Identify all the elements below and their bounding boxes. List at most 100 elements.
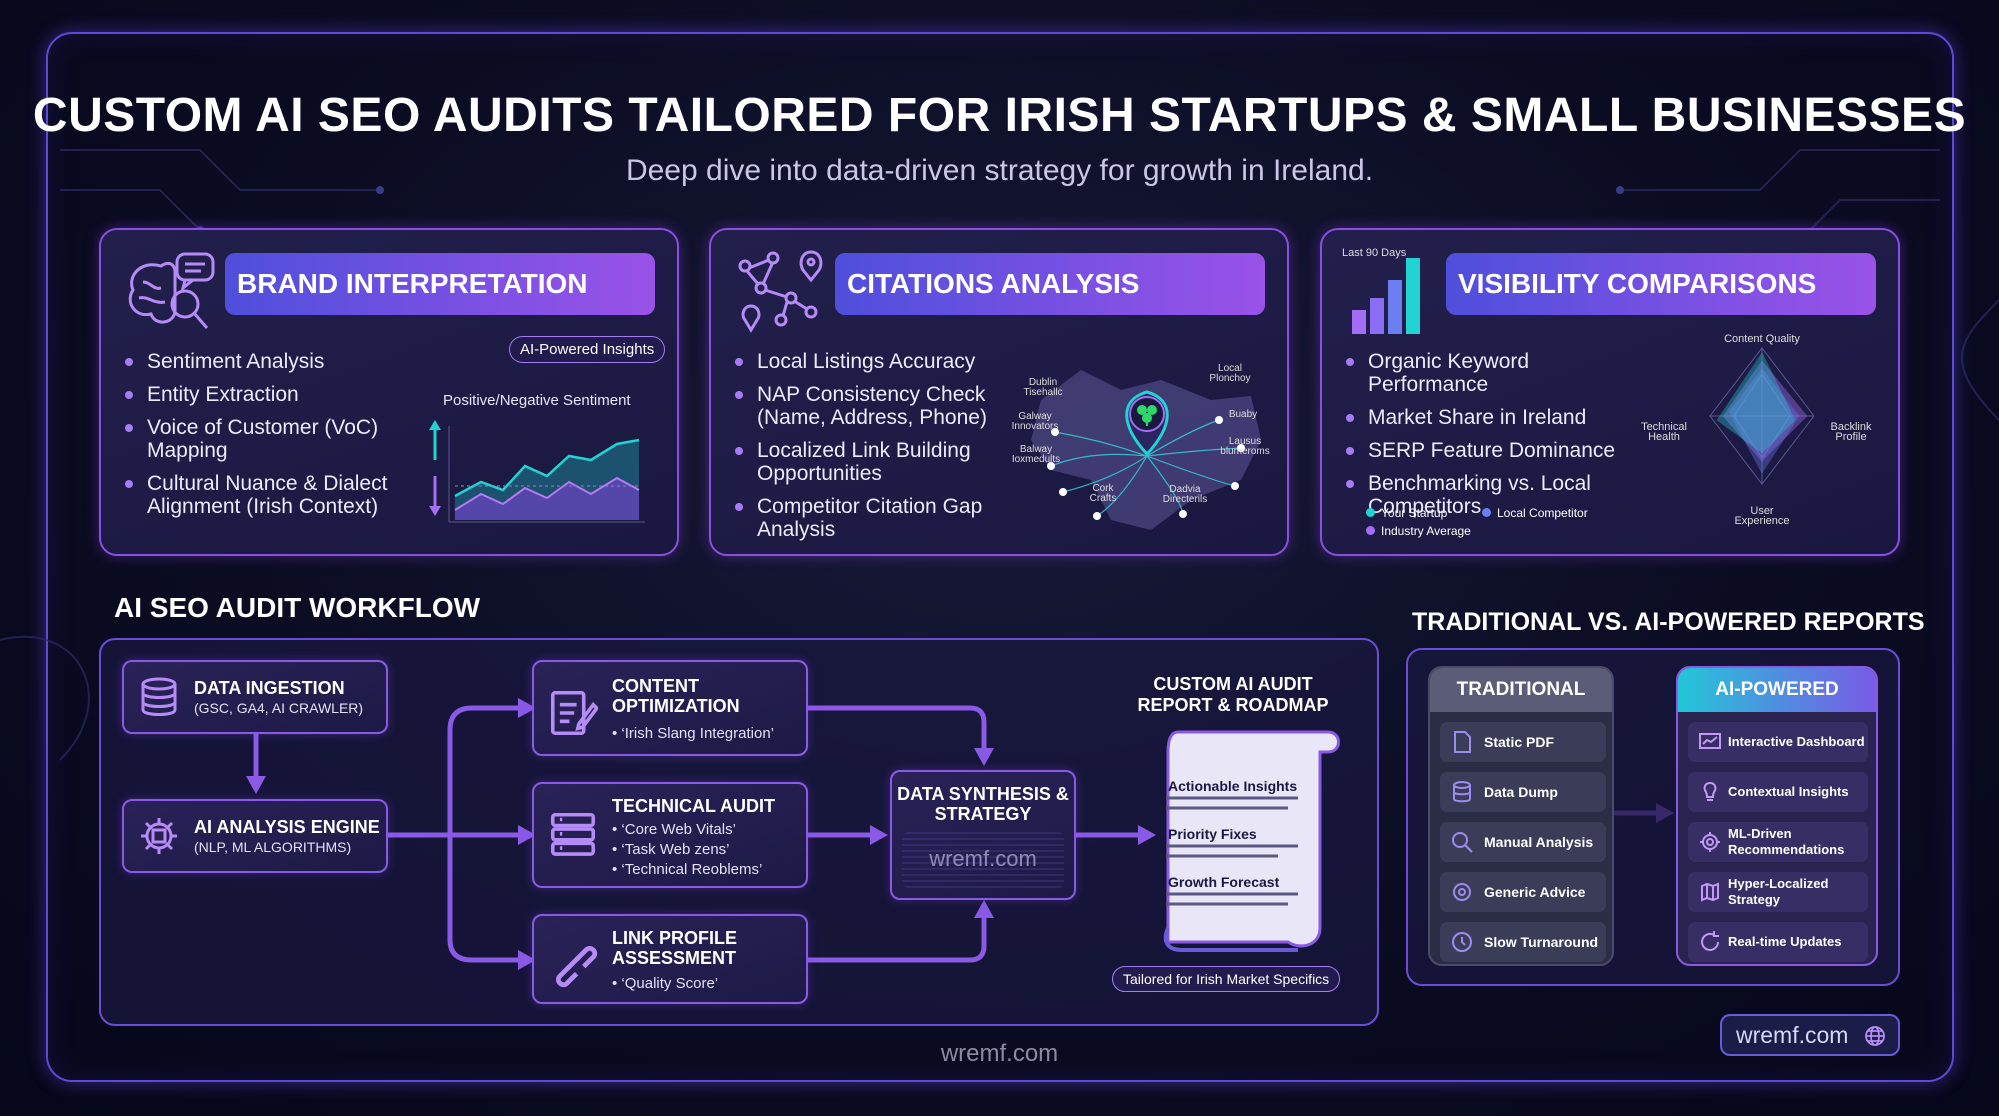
shamrock-icon <box>1137 405 1157 426</box>
sentiment-chart <box>429 420 645 523</box>
legend-local-competitor: Local Competitor <box>1482 506 1588 520</box>
ai-item: Real-time Updates <box>1688 922 1868 962</box>
refresh-icon <box>1701 931 1719 951</box>
node-item: • ‘Core Web Vitals’ <box>612 821 736 838</box>
ai-item: Contextual Insights <box>1688 772 1868 812</box>
radar-axis-label: Technical Health <box>1641 421 1687 443</box>
ireland-map-graphic <box>1031 370 1261 530</box>
node-subtitle: (NLP, ML ALGORITHMS) <box>194 839 352 855</box>
gear-chip-icon <box>141 818 177 854</box>
visibility-bullet-list: Organic Keyword Performance Market Share… <box>1342 350 1642 528</box>
list-item: NAP Consistency Check (Name, Address, Ph… <box>731 383 993 429</box>
node-title: DATA SYNTHESIS & STRATEGY <box>897 784 1069 824</box>
database-icon <box>141 677 177 716</box>
website-badge[interactable]: wremf.com <box>1720 1014 1900 1056</box>
ai-item: Interactive Dashboard <box>1688 722 1868 762</box>
list-item: Organic Keyword Performance <box>1342 350 1642 396</box>
ai-powered-header: AI-POWERED <box>1678 668 1876 712</box>
link-profile-node: LINK PROFILE ASSESSMENT • ‘Quality Score… <box>532 914 808 1004</box>
bar-chart-icon <box>1352 258 1420 334</box>
legend-industry-average: Industry Average <box>1366 524 1471 538</box>
node-title: LINK PROFILE ASSESSMENT <box>612 928 737 968</box>
list-item: Voice of Customer (VoC) Mapping <box>121 416 401 462</box>
clock-icon <box>1452 932 1472 952</box>
list-item: Sentiment Analysis <box>121 350 401 373</box>
node-title: AI ANALYSIS ENGINE <box>194 817 380 837</box>
brand-card-title: BRAND INTERPRETATION <box>225 253 655 315</box>
map-label: Galway Innovators <box>1011 411 1059 432</box>
citations-analysis-card: CITATIONS ANALYSIS Local Listings Accura… <box>709 228 1289 556</box>
node-subtitle: (GSC, GA4, AI CRAWLER) <box>194 700 364 716</box>
ai-analysis-engine-node: AI ANALYSIS ENGINE (NLP, ML ALGORITHMS) <box>122 799 388 873</box>
list-item: Local Listings Accuracy <box>731 350 993 373</box>
traditional-item: Static PDF <box>1440 722 1606 762</box>
synthesis-pattern <box>902 832 1064 888</box>
server-icon <box>550 812 596 856</box>
website-badge-label: wremf.com <box>1736 1022 1849 1048</box>
traditional-item: Generic Advice <box>1440 872 1606 912</box>
sentiment-chart-label: Positive/Negative Sentiment <box>443 392 631 409</box>
report-section: Growth Forecast <box>1168 874 1280 890</box>
list-item: Cultural Nuance & Dialect Alignment (Iri… <box>121 472 401 518</box>
ai-item: Hyper-Localized Strategy <box>1688 872 1868 912</box>
list-item: Benchmarking vs. Local Competitors <box>1342 472 1642 518</box>
report-scroll-graphic <box>1163 730 1340 952</box>
link-chain-icon <box>555 945 598 988</box>
list-item: SERP Feature Dominance <box>1342 439 1642 462</box>
node-title: CONTENT OPTIMIZATION <box>612 676 740 716</box>
list-item: Entity Extraction <box>121 383 401 406</box>
document-edit-icon <box>550 690 598 736</box>
localized-map-icon <box>1701 882 1719 902</box>
report-section: Actionable Insights <box>1168 778 1298 794</box>
footer-url: wremf.com <box>940 1040 1059 1067</box>
data-synthesis-node: DATA SYNTHESIS & STRATEGY wremf.com <box>890 770 1076 900</box>
visibility-comparisons-card: Last 90 Days VISIBILITY COMPARISONS Orga… <box>1320 228 1900 556</box>
database-icon <box>1453 781 1471 803</box>
node-title: TECHNICAL AUDIT <box>612 796 775 816</box>
brand-interpretation-card: BRAND INTERPRETATION Sentiment Analysis … <box>99 228 679 556</box>
lightbulb-icon <box>1703 781 1717 801</box>
radar-chart <box>1709 347 1815 485</box>
workflow-section-title: AI SEO AUDIT WORKFLOW <box>114 592 481 623</box>
brain-search-icon <box>128 252 215 329</box>
network-pin-icon <box>738 250 823 333</box>
magnifier-icon <box>1452 832 1473 853</box>
node-title: DATA INGESTION <box>194 678 345 698</box>
map-label: Dublin Tisehallc <box>1023 377 1063 398</box>
node-item: • ‘Quality Score’ <box>612 975 719 992</box>
pdf-file-icon <box>1454 731 1471 753</box>
radar-axis-label: Backlink Profile <box>1830 421 1872 443</box>
page-title: CUSTOM AI SEO AUDITS TAILORED FOR IRISH … <box>32 89 1967 142</box>
content-optimization-node: CONTENT OPTIMIZATION • ‘Irish Slang Inte… <box>532 660 808 756</box>
bars-label: Last 90 Days <box>1342 247 1407 259</box>
dashboard-icon <box>1699 733 1721 749</box>
technical-audit-node: TECHNICAL AUDIT • ‘Core Web Vitals’ • ‘T… <box>532 782 808 888</box>
outer-frame <box>46 32 1954 1082</box>
list-item: Market Share in Ireland <box>1342 406 1642 429</box>
radar-axis-label: User Experience <box>1734 505 1790 527</box>
map-label: Local Plonchoy <box>1209 363 1251 384</box>
traditional-header: TRADITIONAL <box>1430 668 1612 712</box>
page-subtitle: Deep dive into data-driven strategy for … <box>625 154 1374 187</box>
report-section: Priority Fixes <box>1168 826 1257 842</box>
list-item: Competitor Citation Gap Analysis <box>731 495 993 541</box>
traditional-item: Data Dump <box>1440 772 1606 812</box>
map-label: Dadvia Directerils <box>1162 484 1208 505</box>
node-item: • ‘Irish Slang Integration’ <box>612 725 775 742</box>
map-label: Buaby <box>1228 409 1258 420</box>
traditional-item: Slow Turnaround <box>1440 922 1606 962</box>
map-label: Lausus blumeroms <box>1220 436 1270 457</box>
traditional-item: Manual Analysis <box>1440 822 1606 862</box>
traditional-column: TRADITIONAL Static PDF Data Dump Manual … <box>1428 666 1614 966</box>
irish-market-tag: Tailored for Irish Market Specifics <box>1112 966 1341 992</box>
citations-bullet-list: Local Listings Accuracy NAP Consistency … <box>731 350 993 551</box>
globe-icon <box>1865 1026 1885 1046</box>
legend-your-startup: Your Startup <box>1366 506 1447 520</box>
radar-axis-label: Content Quality <box>1724 333 1800 345</box>
node-item: • ‘Technical Reoblems’ <box>612 861 763 878</box>
map-label: Cork Crafts <box>1089 483 1117 504</box>
settings-icon <box>1453 883 1471 901</box>
list-item: Localized Link Building Opportunities <box>731 439 993 485</box>
ml-gear-icon <box>1700 832 1720 852</box>
ai-powered-insights-pill: AI-Powered Insights <box>509 336 666 363</box>
